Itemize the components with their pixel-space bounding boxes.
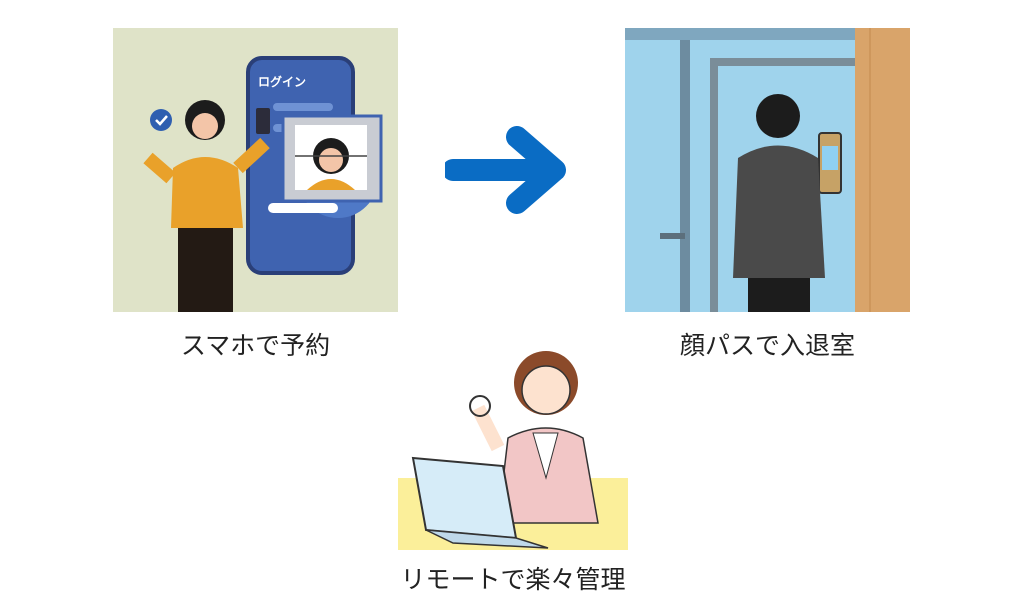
step-caption-face-pass: 顔パスで入退室 (679, 331, 855, 360)
face-pass-entry-illustration (625, 28, 910, 312)
step-caption-remote: リモートで楽々管理 (400, 565, 626, 594)
arrow-right-icon (445, 126, 566, 214)
remote-management-illustration (398, 338, 628, 550)
smartphone-reservation-illustration: ログイン (113, 28, 398, 312)
phone-login-title: ログイン (258, 75, 307, 89)
step-caption-reserve: スマホで予約 (180, 331, 331, 360)
